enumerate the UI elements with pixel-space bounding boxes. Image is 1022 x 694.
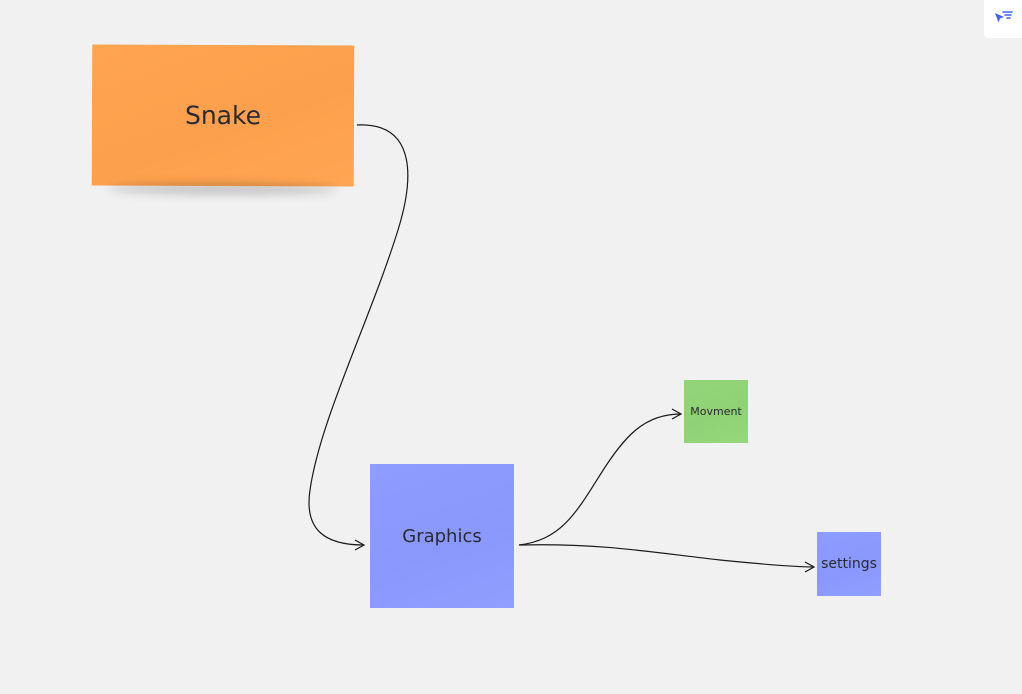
sticky-note-label: Graphics <box>402 525 482 547</box>
connector-graphics-movment[interactable] <box>518 408 683 546</box>
sticky-note-movment[interactable]: Movment <box>684 380 748 443</box>
select-filter-button[interactable] <box>984 0 1022 38</box>
sticky-note-label: Snake <box>184 100 262 131</box>
sticky-note-graphics[interactable]: Graphics <box>370 464 514 608</box>
sticky-note-label: Movment <box>690 405 742 418</box>
cursor-filter-icon <box>995 11 1013 23</box>
sticky-note-label: settings <box>821 556 877 572</box>
sticky-note-snake[interactable]: Snake <box>91 44 355 187</box>
connector-graphics-settings[interactable] <box>518 544 816 573</box>
sticky-note-settings[interactable]: settings <box>817 532 881 596</box>
